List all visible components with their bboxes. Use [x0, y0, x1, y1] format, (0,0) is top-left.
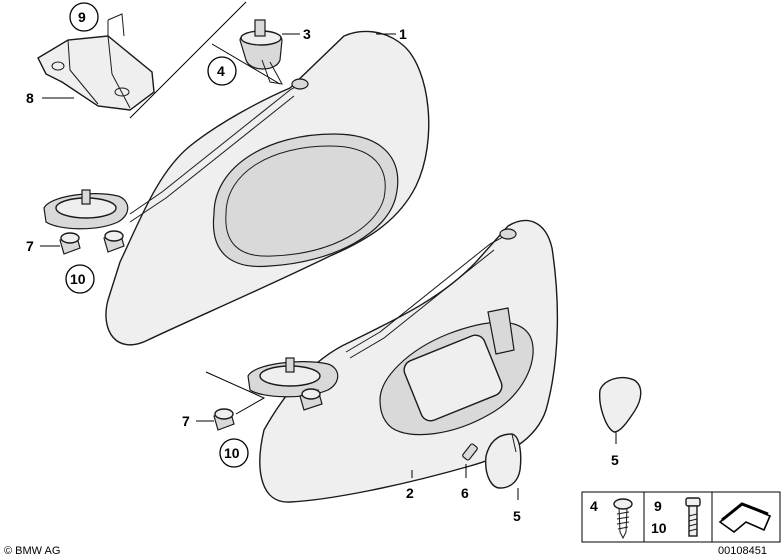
cover-part-5-lower	[484, 433, 522, 489]
copyright-text: © BMW AG	[4, 545, 60, 557]
legend-label-9: 9	[654, 498, 662, 514]
sun-visor-part-1	[43, 30, 430, 346]
clip-part-3	[239, 19, 283, 85]
label-5-upper: 5	[611, 452, 619, 468]
cover-part-5-upper	[599, 376, 642, 433]
label-10-upper: 10	[70, 271, 86, 287]
label-3: 3	[303, 26, 311, 42]
callout-4-circle	[207, 56, 237, 86]
label-9: 9	[78, 9, 86, 25]
label-4: 4	[217, 63, 225, 79]
assembly-line-c	[205, 371, 266, 415]
label-7-lower: 7	[182, 413, 190, 429]
label-10-lower: 10	[224, 445, 240, 461]
label-8: 8	[26, 90, 34, 106]
cap-lower-right	[299, 388, 323, 411]
assembly-line-a	[129, 1, 247, 119]
label-6: 6	[461, 485, 469, 501]
callout-10-upper-circle	[65, 264, 95, 294]
callout-10-lower-circle	[219, 438, 249, 468]
direction-arrow-icon	[718, 502, 772, 534]
legend-label-4: 4	[590, 498, 598, 514]
legend-box-screw	[581, 491, 645, 543]
label-2: 2	[406, 485, 414, 501]
bracket-part-8	[37, 13, 155, 111]
cap-part-7-upper	[59, 232, 81, 255]
legend: 4 9 10	[581, 491, 781, 543]
cap-upper-right	[103, 230, 125, 253]
diagram-id: 00108451	[718, 545, 767, 557]
cap-part-7-lower	[213, 408, 235, 431]
pin-part-6	[462, 443, 478, 461]
callout-9-circle	[69, 2, 99, 32]
bolt-icon	[685, 497, 701, 537]
sun-visor-part-2	[247, 219, 559, 503]
screw-icon	[613, 498, 633, 540]
label-5-lower: 5	[513, 508, 521, 524]
legend-label-10: 10	[651, 520, 667, 536]
label-7-upper: 7	[26, 238, 34, 254]
label-1: 1	[399, 26, 407, 42]
